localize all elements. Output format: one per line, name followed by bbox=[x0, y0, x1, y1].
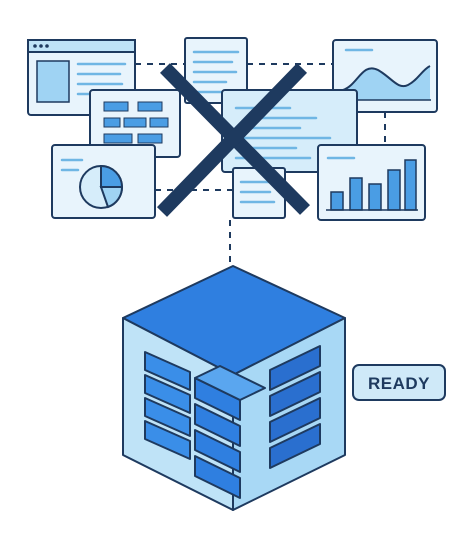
status-badge: READY bbox=[352, 364, 446, 401]
cross-out-icon bbox=[156, 63, 310, 217]
status-badge-label: READY bbox=[368, 374, 430, 393]
bar-chart-icon bbox=[317, 144, 426, 221]
connector-lines bbox=[135, 63, 386, 262]
storage-cube-icon bbox=[122, 265, 346, 511]
pie-chart-icon bbox=[51, 144, 156, 219]
grid-table-icon bbox=[89, 89, 181, 158]
line-chart-icon bbox=[332, 39, 438, 113]
document-icon bbox=[184, 37, 248, 104]
